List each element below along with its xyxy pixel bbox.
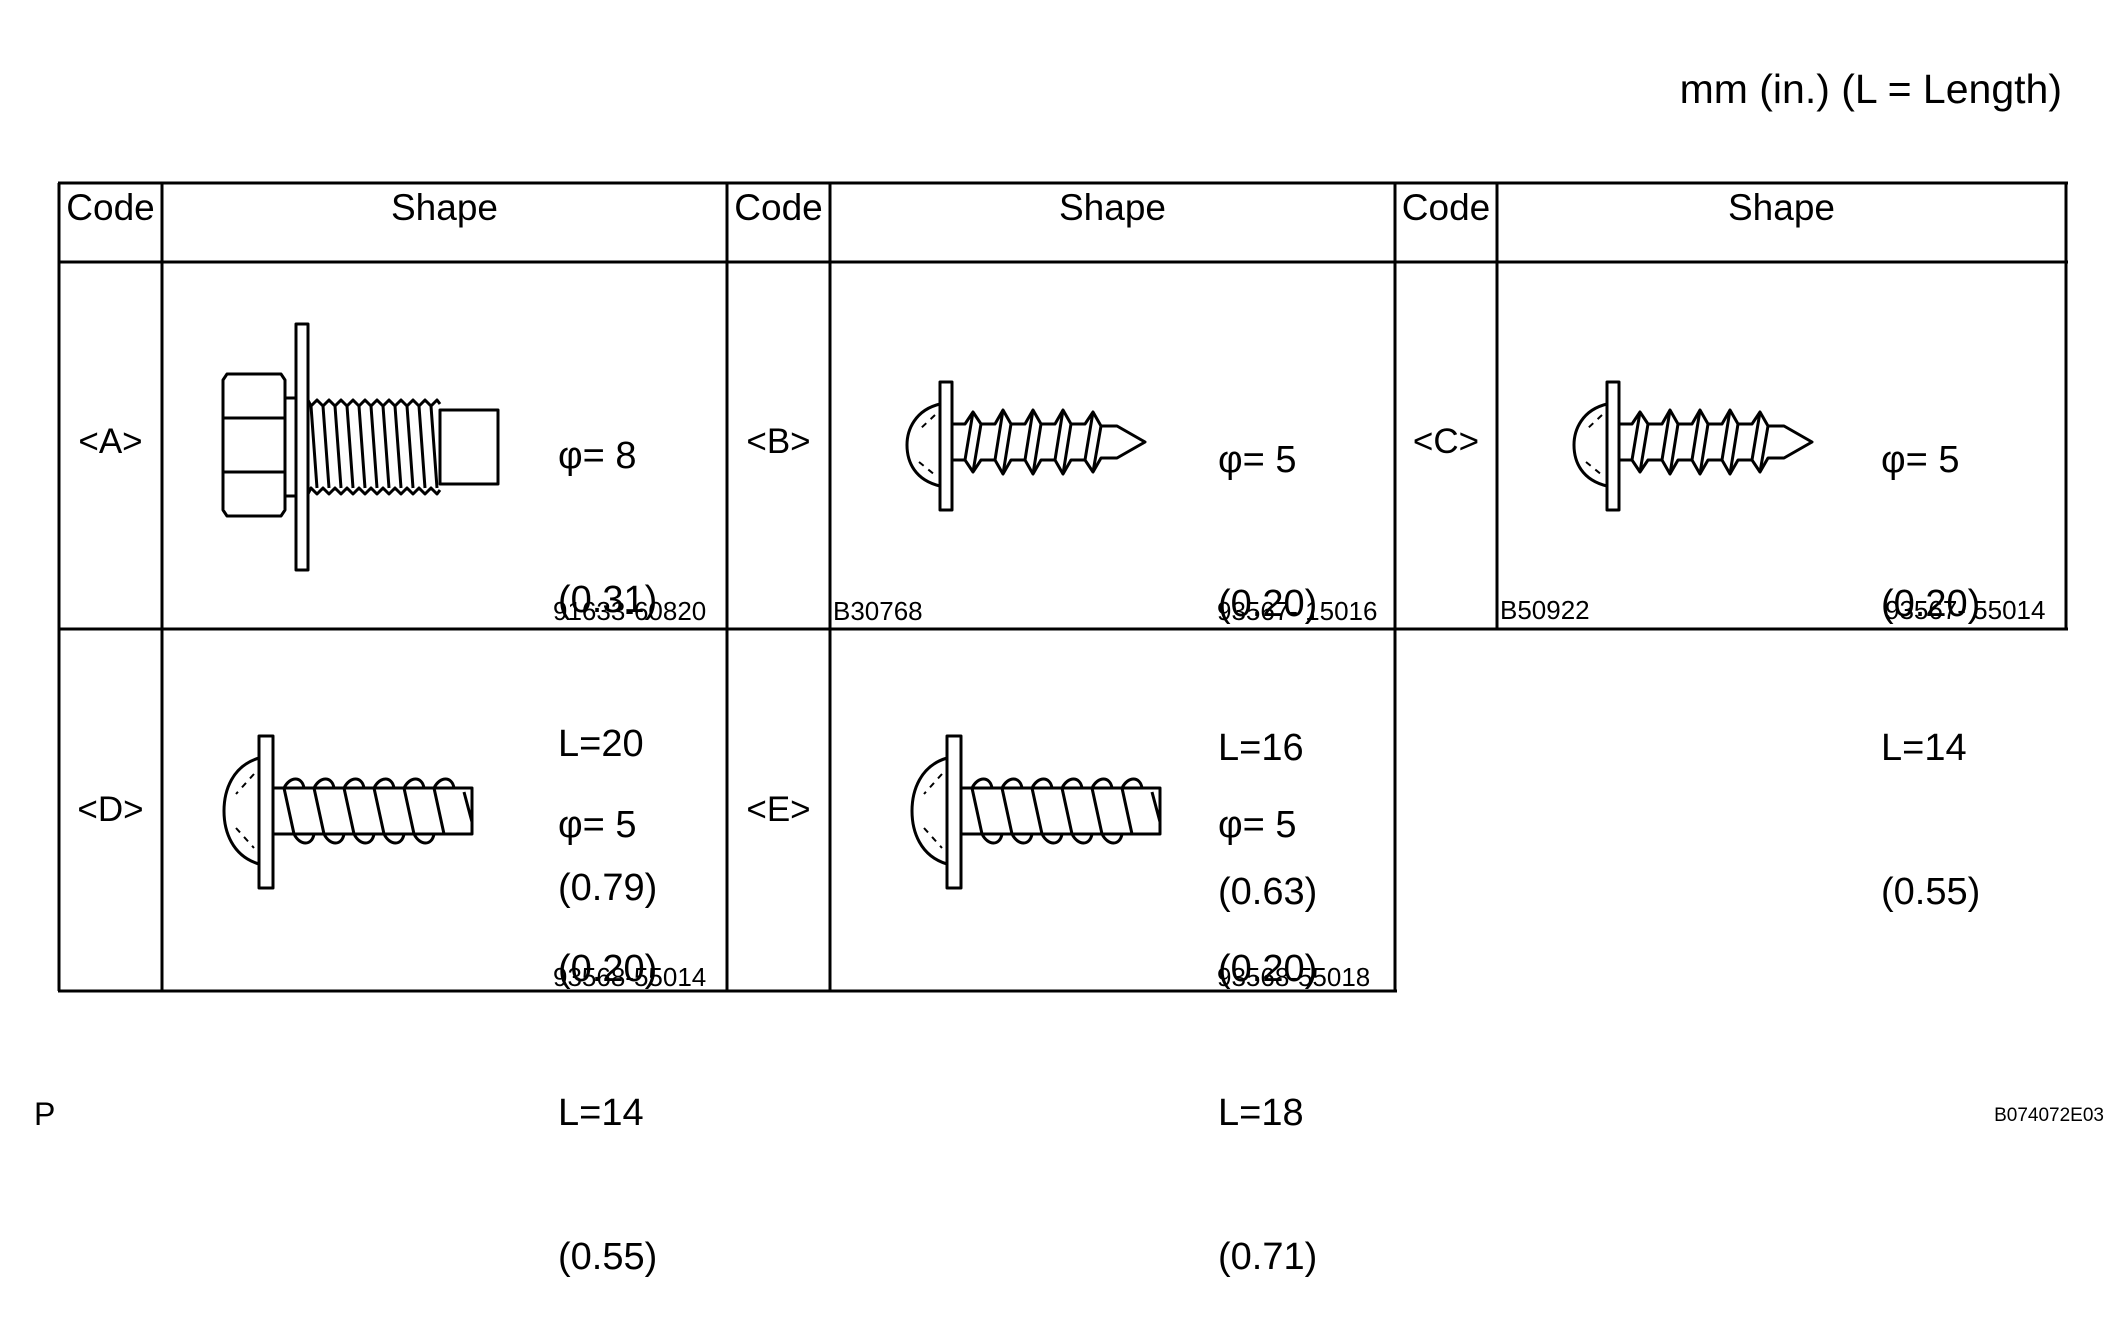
spec-c-length-in: (0.55): [1881, 871, 1981, 913]
spec-d: φ= 5 (0.20) L=14 (0.55): [558, 705, 657, 1329]
washer-screw-drawing-e: [910, 734, 1162, 890]
spec-d-length-in: (0.55): [558, 1236, 658, 1278]
spec-d-length: L=14: [558, 1092, 644, 1134]
code-b: <B>: [746, 422, 811, 461]
spec-e-diameter: φ= 5: [1218, 804, 1297, 846]
spec-d-diameter: φ= 5: [558, 804, 637, 846]
figure-id: B074072E03: [1994, 1105, 2104, 1126]
spec-a-length: L=20: [558, 723, 644, 765]
code-d: <D>: [77, 790, 144, 829]
part-number-e: 93568-55018: [1217, 962, 1371, 992]
ref-b: B30768: [833, 596, 923, 626]
spec-a-diameter: φ= 8: [558, 435, 637, 477]
code-a: <A>: [78, 422, 143, 461]
spec-e-length-in: (0.71): [1218, 1236, 1318, 1278]
spec-e-length: L=18: [1218, 1092, 1304, 1134]
header-code-1: Code: [66, 187, 155, 228]
header-code-3: Code: [1401, 187, 1491, 228]
spec-b-length-in: (0.63): [1218, 871, 1318, 913]
spec-c: φ= 5 (0.20) L=14 (0.55): [1881, 340, 1980, 964]
header-shape-2: Shape: [1059, 187, 1166, 228]
tapping-screw-drawing-b: [905, 380, 1147, 512]
spec-c-length: L=14: [1881, 727, 1967, 769]
header-code-2: Code: [734, 187, 823, 228]
hex-bolt-drawing: [221, 322, 500, 572]
spec-e: φ= 5 (0.20) L=18 (0.71): [1218, 705, 1317, 1329]
footer-left-label: P: [34, 1096, 56, 1132]
spec-b-length: L=16: [1218, 727, 1304, 769]
spec-a-diameter-in: (0.31): [558, 579, 658, 621]
table-grid: [57, 181, 2068, 993]
code-c: <C>: [1412, 422, 1480, 461]
spec-b: φ= 5 (0.20) L=16 (0.63): [1218, 340, 1317, 964]
part-number-b: 93567- 15016: [1217, 596, 1378, 626]
spec-c-diameter: φ= 5: [1881, 439, 1960, 481]
spec-a-length-in: (0.79): [558, 867, 658, 909]
spec-b-diameter: φ= 5: [1218, 439, 1297, 481]
header-shape-1: Shape: [391, 187, 498, 228]
spec-d-diameter-in: (0.20): [558, 948, 658, 990]
spec-e-diameter-in: (0.20): [1218, 948, 1318, 990]
units-note: mm (in.) (L = Length): [1679, 66, 2062, 112]
header-shape-3: Shape: [1728, 187, 1835, 228]
part-number-d: 93568-55014: [553, 962, 707, 992]
ref-c: B50922: [1500, 595, 1590, 625]
washer-screw-drawing-d: [222, 734, 474, 890]
spec-b-diameter-in: (0.20): [1218, 583, 1318, 625]
spec-c-diameter-in: (0.20): [1881, 583, 1981, 625]
part-number-c: 93567- 55014: [1885, 595, 2046, 625]
part-number-a: 91633-60820: [553, 596, 707, 626]
tapping-screw-drawing-c: [1572, 380, 1814, 512]
code-e: <E>: [746, 790, 811, 829]
spec-a: φ= 8 (0.31) L=20 (0.79): [558, 336, 657, 960]
